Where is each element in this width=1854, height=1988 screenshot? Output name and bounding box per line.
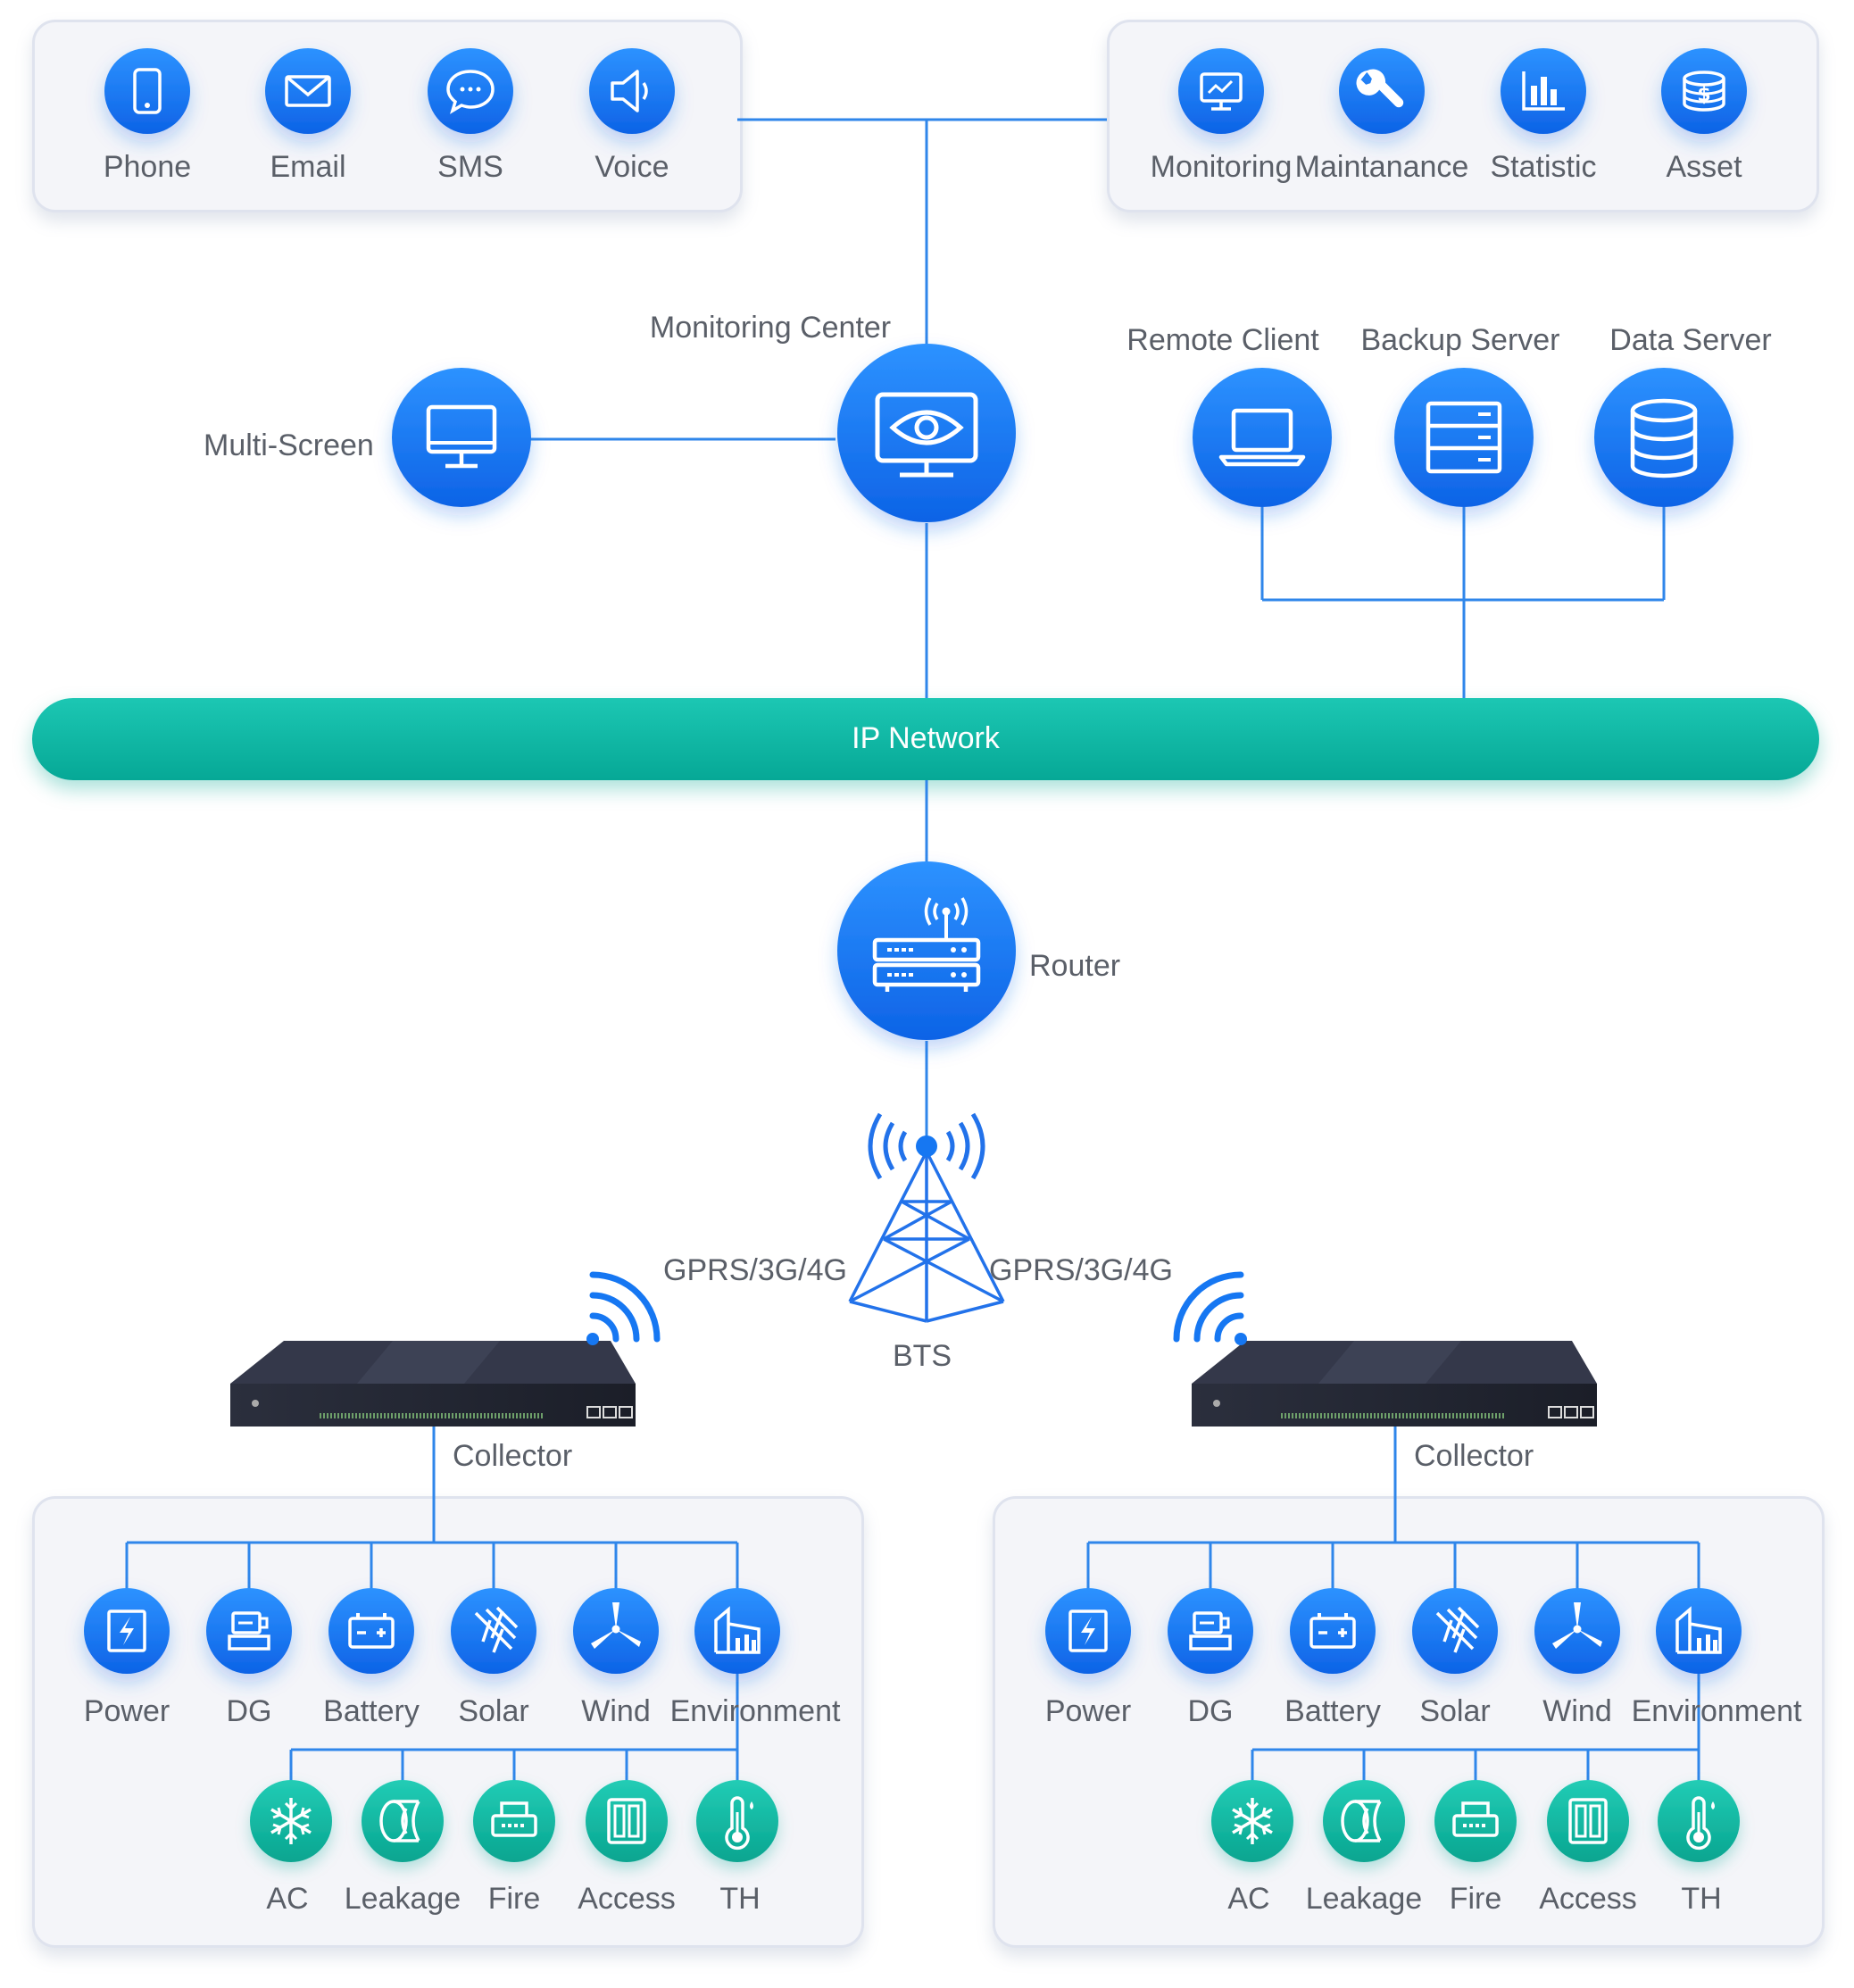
alert-label-voice: Voice — [594, 150, 669, 184]
battery-icon — [1290, 1588, 1376, 1674]
equipment-label: Solar — [1419, 1694, 1491, 1728]
sensor-label: TH — [1681, 1882, 1722, 1916]
svg-text:$: $ — [1697, 84, 1710, 106]
leakage-icon — [1323, 1780, 1405, 1862]
statistic-icon — [1501, 48, 1586, 134]
equipment-label: Battery — [1284, 1694, 1381, 1728]
wifi-icon-left — [586, 1271, 661, 1345]
backup-server-icon — [1394, 368, 1534, 507]
equipment-label: DG — [226, 1694, 272, 1728]
bts-tower-icon — [848, 1112, 1005, 1323]
equipment-label: Power — [83, 1694, 170, 1728]
phone-icon — [104, 48, 190, 134]
equipment-label: Battery — [323, 1694, 420, 1728]
sensor-label: Fire — [1449, 1882, 1502, 1916]
leakage-icon — [362, 1780, 444, 1862]
bts-link-right-label: GPRS/3G/4G — [989, 1253, 1173, 1287]
site-panel-right — [993, 1496, 1825, 1948]
data-server-icon — [1594, 368, 1733, 507]
alert-label-phone: Phone — [103, 150, 192, 184]
access-icon — [586, 1780, 668, 1862]
monitoring-icon — [1178, 48, 1264, 134]
ac-icon — [1211, 1780, 1293, 1862]
alert-label-sms: SMS — [437, 150, 503, 184]
email-icon — [265, 48, 351, 134]
fire-icon — [473, 1780, 555, 1862]
power-icon — [1045, 1588, 1131, 1674]
router-label: Router — [1029, 949, 1121, 983]
function-label-statistic: Statistic — [1490, 150, 1597, 184]
function-label-monitoring: Monitoring — [1150, 150, 1293, 184]
sms-icon — [428, 48, 513, 134]
dg-icon — [1168, 1588, 1253, 1674]
equipment-label: Solar — [458, 1694, 529, 1728]
wind-icon — [573, 1588, 659, 1674]
connection-lines — [125, 118, 1700, 1782]
dg-icon — [206, 1588, 292, 1674]
collector-device-left — [230, 1341, 636, 1427]
power-icon — [84, 1588, 170, 1674]
bts-link-left-label: GPRS/3G/4G — [663, 1253, 847, 1287]
th-icon — [696, 1780, 778, 1862]
sensor-label: Access — [578, 1882, 676, 1916]
ip-network-bar: IP Network — [32, 698, 1819, 780]
bts-antenna-dot — [916, 1135, 937, 1157]
function-label-asset: Asset — [1666, 150, 1742, 184]
sensor-label: Leakage — [1305, 1882, 1423, 1916]
equipment-label: Wind — [1542, 1694, 1612, 1728]
asset-icon: $ — [1661, 48, 1747, 134]
equipment-label: Environment — [1631, 1694, 1802, 1728]
multi-screen-label: Multi-Screen — [204, 428, 374, 462]
monitoring-center-icon — [837, 344, 1016, 522]
equipment-label: Power — [1044, 1694, 1132, 1728]
site-icons — [84, 1588, 1742, 1862]
collector-device-right — [1192, 1341, 1597, 1427]
router-icon — [837, 861, 1016, 1040]
bts-label: BTS — [892, 1339, 952, 1373]
sensor-label: Leakage — [344, 1882, 461, 1916]
equipment-label: Wind — [581, 1694, 651, 1728]
maintenance-icon — [1339, 48, 1425, 134]
function-label-maintenance: Maintanance — [1294, 150, 1469, 184]
data-server-label: Data Server — [1609, 323, 1772, 357]
voice-icon — [589, 48, 675, 134]
access-icon — [1547, 1780, 1629, 1862]
site-panel-left — [32, 1496, 864, 1948]
battery-icon — [328, 1588, 414, 1674]
wifi-icon-right — [1173, 1271, 1247, 1345]
alert-label-email: Email — [270, 150, 346, 184]
environment-icon — [1656, 1588, 1742, 1674]
multi-screen-icon — [392, 368, 531, 507]
remote-client-label: Remote Client — [1127, 323, 1319, 357]
th-icon — [1658, 1780, 1740, 1862]
solar-icon — [451, 1588, 536, 1674]
monitoring-center-label: Monitoring Center — [649, 311, 892, 345]
collector-label-right: Collector — [1414, 1439, 1534, 1473]
sensor-label: Fire — [487, 1882, 541, 1916]
wind-icon — [1534, 1588, 1620, 1674]
equipment-label: Environment — [669, 1694, 841, 1728]
remote-client-icon — [1193, 368, 1332, 507]
equipment-label: DG — [1187, 1694, 1234, 1728]
solar-icon — [1412, 1588, 1498, 1674]
environment-icon — [694, 1588, 780, 1674]
sensor-label: AC — [1227, 1882, 1270, 1916]
sensor-label: AC — [266, 1882, 309, 1916]
backup-server-label: Backup Server — [1360, 323, 1560, 357]
ac-icon — [250, 1780, 332, 1862]
ip-network-label: IP Network — [852, 721, 1000, 755]
sensor-label: Access — [1539, 1882, 1637, 1916]
fire-icon — [1434, 1780, 1517, 1862]
sensor-label: TH — [719, 1882, 761, 1916]
collector-label-left: Collector — [453, 1439, 573, 1473]
